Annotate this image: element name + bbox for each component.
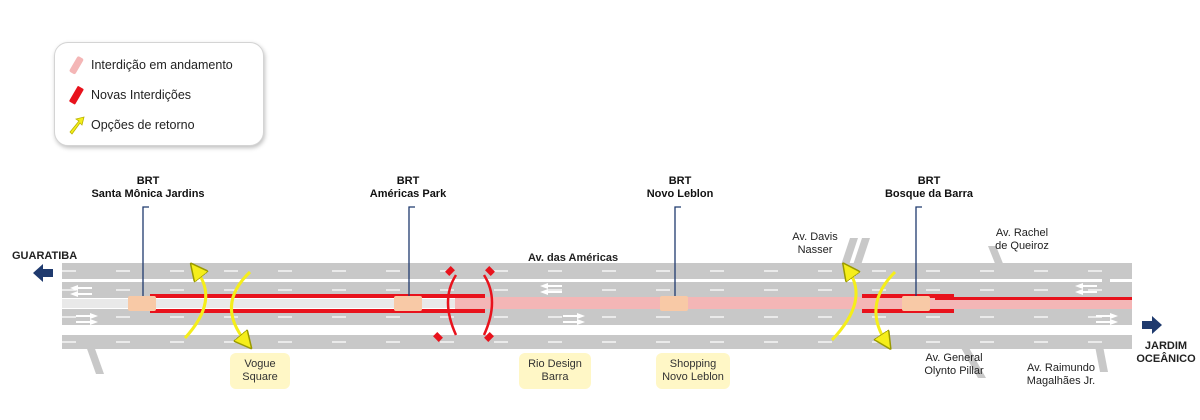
poi-line1: Vogue — [244, 358, 276, 370]
stub-davis-nasser — [840, 238, 858, 268]
carriageway-south-outer — [62, 335, 1132, 349]
station-label-line1: BRT — [396, 175, 420, 187]
stub-davis-nasser-2 — [852, 238, 870, 268]
west-direction-arrow — [33, 264, 53, 282]
legend-item-ongoing: Interdição em andamento — [65, 55, 233, 75]
poi-vogue-square: Vogue Square — [230, 353, 290, 389]
station-novo-leblon — [660, 296, 688, 311]
legend: Interdição em andamento Novas Interdiçõe… — [54, 42, 264, 146]
station-label-line1: BRT — [668, 175, 692, 187]
crossing-curve-right — [482, 274, 494, 336]
closure-block-ne — [485, 266, 495, 276]
new-closure-west-top — [150, 294, 485, 298]
east-direction-arrow — [1142, 316, 1162, 334]
return-arrows — [183, 270, 897, 342]
lane-arrow-left-6 — [1075, 289, 1097, 295]
return-arrow-2 — [230, 270, 250, 342]
cross-street-line2: Magalhães Jr. — [1026, 375, 1096, 387]
lane-arrow-right-4 — [563, 319, 585, 325]
station-americas-park — [394, 296, 422, 311]
legend-item-new: Novas Interdições — [65, 85, 191, 105]
pin-novo-leblon — [674, 206, 681, 296]
cross-street-line1: Av. Rachel — [995, 227, 1049, 239]
destination-west: GUARATIBA — [12, 250, 78, 262]
legend-label-new: Novas Interdições — [91, 88, 192, 102]
red-bar-icon — [69, 86, 84, 105]
carriageways — [62, 263, 1132, 349]
poi-line1: Shopping — [669, 358, 717, 370]
pink-bar-icon — [69, 56, 84, 75]
return-arrow-3 — [830, 270, 856, 342]
lane-arrow-right-3 — [563, 313, 585, 319]
road-name: Av. das Américas — [528, 252, 619, 264]
return-arrow-1 — [183, 270, 206, 340]
cross-street-line2: Nasser — [797, 244, 833, 256]
destination-east-line2: OCEÂNICO — [1136, 353, 1196, 365]
poi-rio-design-barra: Rio Design Barra — [519, 353, 591, 389]
cross-street-line2: Olynto Pillar — [924, 365, 984, 377]
station-label-americas-park: BRT Américas Park — [308, 175, 508, 201]
lane-arrow-right-6 — [1096, 319, 1118, 325]
return-arrow-4 — [876, 270, 897, 342]
station-label-santa-monica: BRT Santa Mônica Jardins — [48, 175, 248, 201]
station-santa-monica — [128, 296, 156, 311]
legend-label-ongoing: Interdição em andamento — [91, 58, 233, 72]
pin-bosque-barra — [915, 206, 922, 296]
stub-general-olynto — [960, 346, 986, 378]
pin-santa-monica — [142, 206, 149, 296]
closure-block-nw — [445, 266, 455, 276]
closure-block-sw — [433, 332, 443, 342]
station-label-line2: Novo Leblon — [646, 188, 714, 200]
destination-east-line1: JARDIM — [1144, 340, 1188, 352]
cross-street-line1: Av. General — [925, 352, 983, 364]
lane-arrows — [70, 283, 1118, 325]
lane-arrow-right-2 — [76, 319, 98, 325]
station-label-line2: Américas Park — [369, 188, 447, 200]
crossing-curves — [446, 274, 494, 336]
station-label-line1: BRT — [136, 175, 160, 187]
legend-item-return: Opções de retorno — [65, 115, 195, 135]
poi-line1: Rio Design — [528, 358, 582, 370]
cross-street-line1: Av. Davis — [792, 231, 838, 243]
lane-arrow-left-2 — [70, 291, 92, 297]
station-label-line1: BRT — [917, 175, 941, 187]
destination-east: JARDIM OCEÂNICO — [1136, 340, 1196, 366]
station-label-bosque-barra: BRT Bosque da Barra — [829, 175, 1029, 201]
cross-street-rachel-queiroz: Av. Rachel de Queiroz — [984, 227, 1060, 253]
station-bosque-barra — [902, 296, 930, 311]
stub-west — [86, 346, 104, 374]
stub-rachel-queiroz — [988, 246, 1004, 266]
station-label-line2: Bosque da Barra — [884, 188, 974, 200]
station-label-line2: Santa Mônica Jardins — [91, 188, 205, 200]
legend-label-return: Opções de retorno — [91, 118, 195, 132]
lane-arrow-left-3 — [540, 283, 562, 289]
lane-arrow-right-5 — [1096, 313, 1118, 319]
lane-arrow-right-1 — [76, 313, 98, 319]
pin-americas-park — [408, 206, 415, 296]
cross-street-line2: de Queiroz — [995, 240, 1049, 252]
lane-arrow-left-5 — [1075, 283, 1097, 289]
new-closure-west-bottom — [150, 309, 485, 313]
poi-shopping-novo-leblon: Shopping Novo Leblon — [656, 353, 730, 389]
cross-street-raimundo-magalhaes: Av. Raimundo Magalhães Jr. — [1016, 362, 1106, 388]
brt-stations — [128, 296, 930, 311]
cross-street-general-olynto: Av. General Olynto Pillar — [914, 352, 994, 378]
carriageway-north-outer — [62, 263, 1132, 279]
closure-block-se — [484, 332, 494, 342]
lane-arrow-left-1 — [70, 285, 92, 291]
lane-arrow-left-4 — [540, 289, 562, 295]
new-closure-east-line — [935, 297, 1132, 300]
poi-line2: Barra — [541, 371, 569, 383]
station-pins — [142, 206, 922, 296]
poi-line2: Novo Leblon — [662, 371, 724, 383]
poi-line2: Square — [242, 371, 278, 383]
yellow-arrow-icon — [69, 116, 85, 135]
cross-street-davis-nasser: Av. Davis Nasser — [780, 231, 850, 257]
crossing-curve-left — [446, 274, 458, 336]
station-label-novo-leblon: BRT Novo Leblon — [580, 175, 780, 201]
stub-raimundo-magalhaes — [1095, 346, 1108, 372]
cross-street-line1: Av. Raimundo — [1026, 362, 1096, 374]
